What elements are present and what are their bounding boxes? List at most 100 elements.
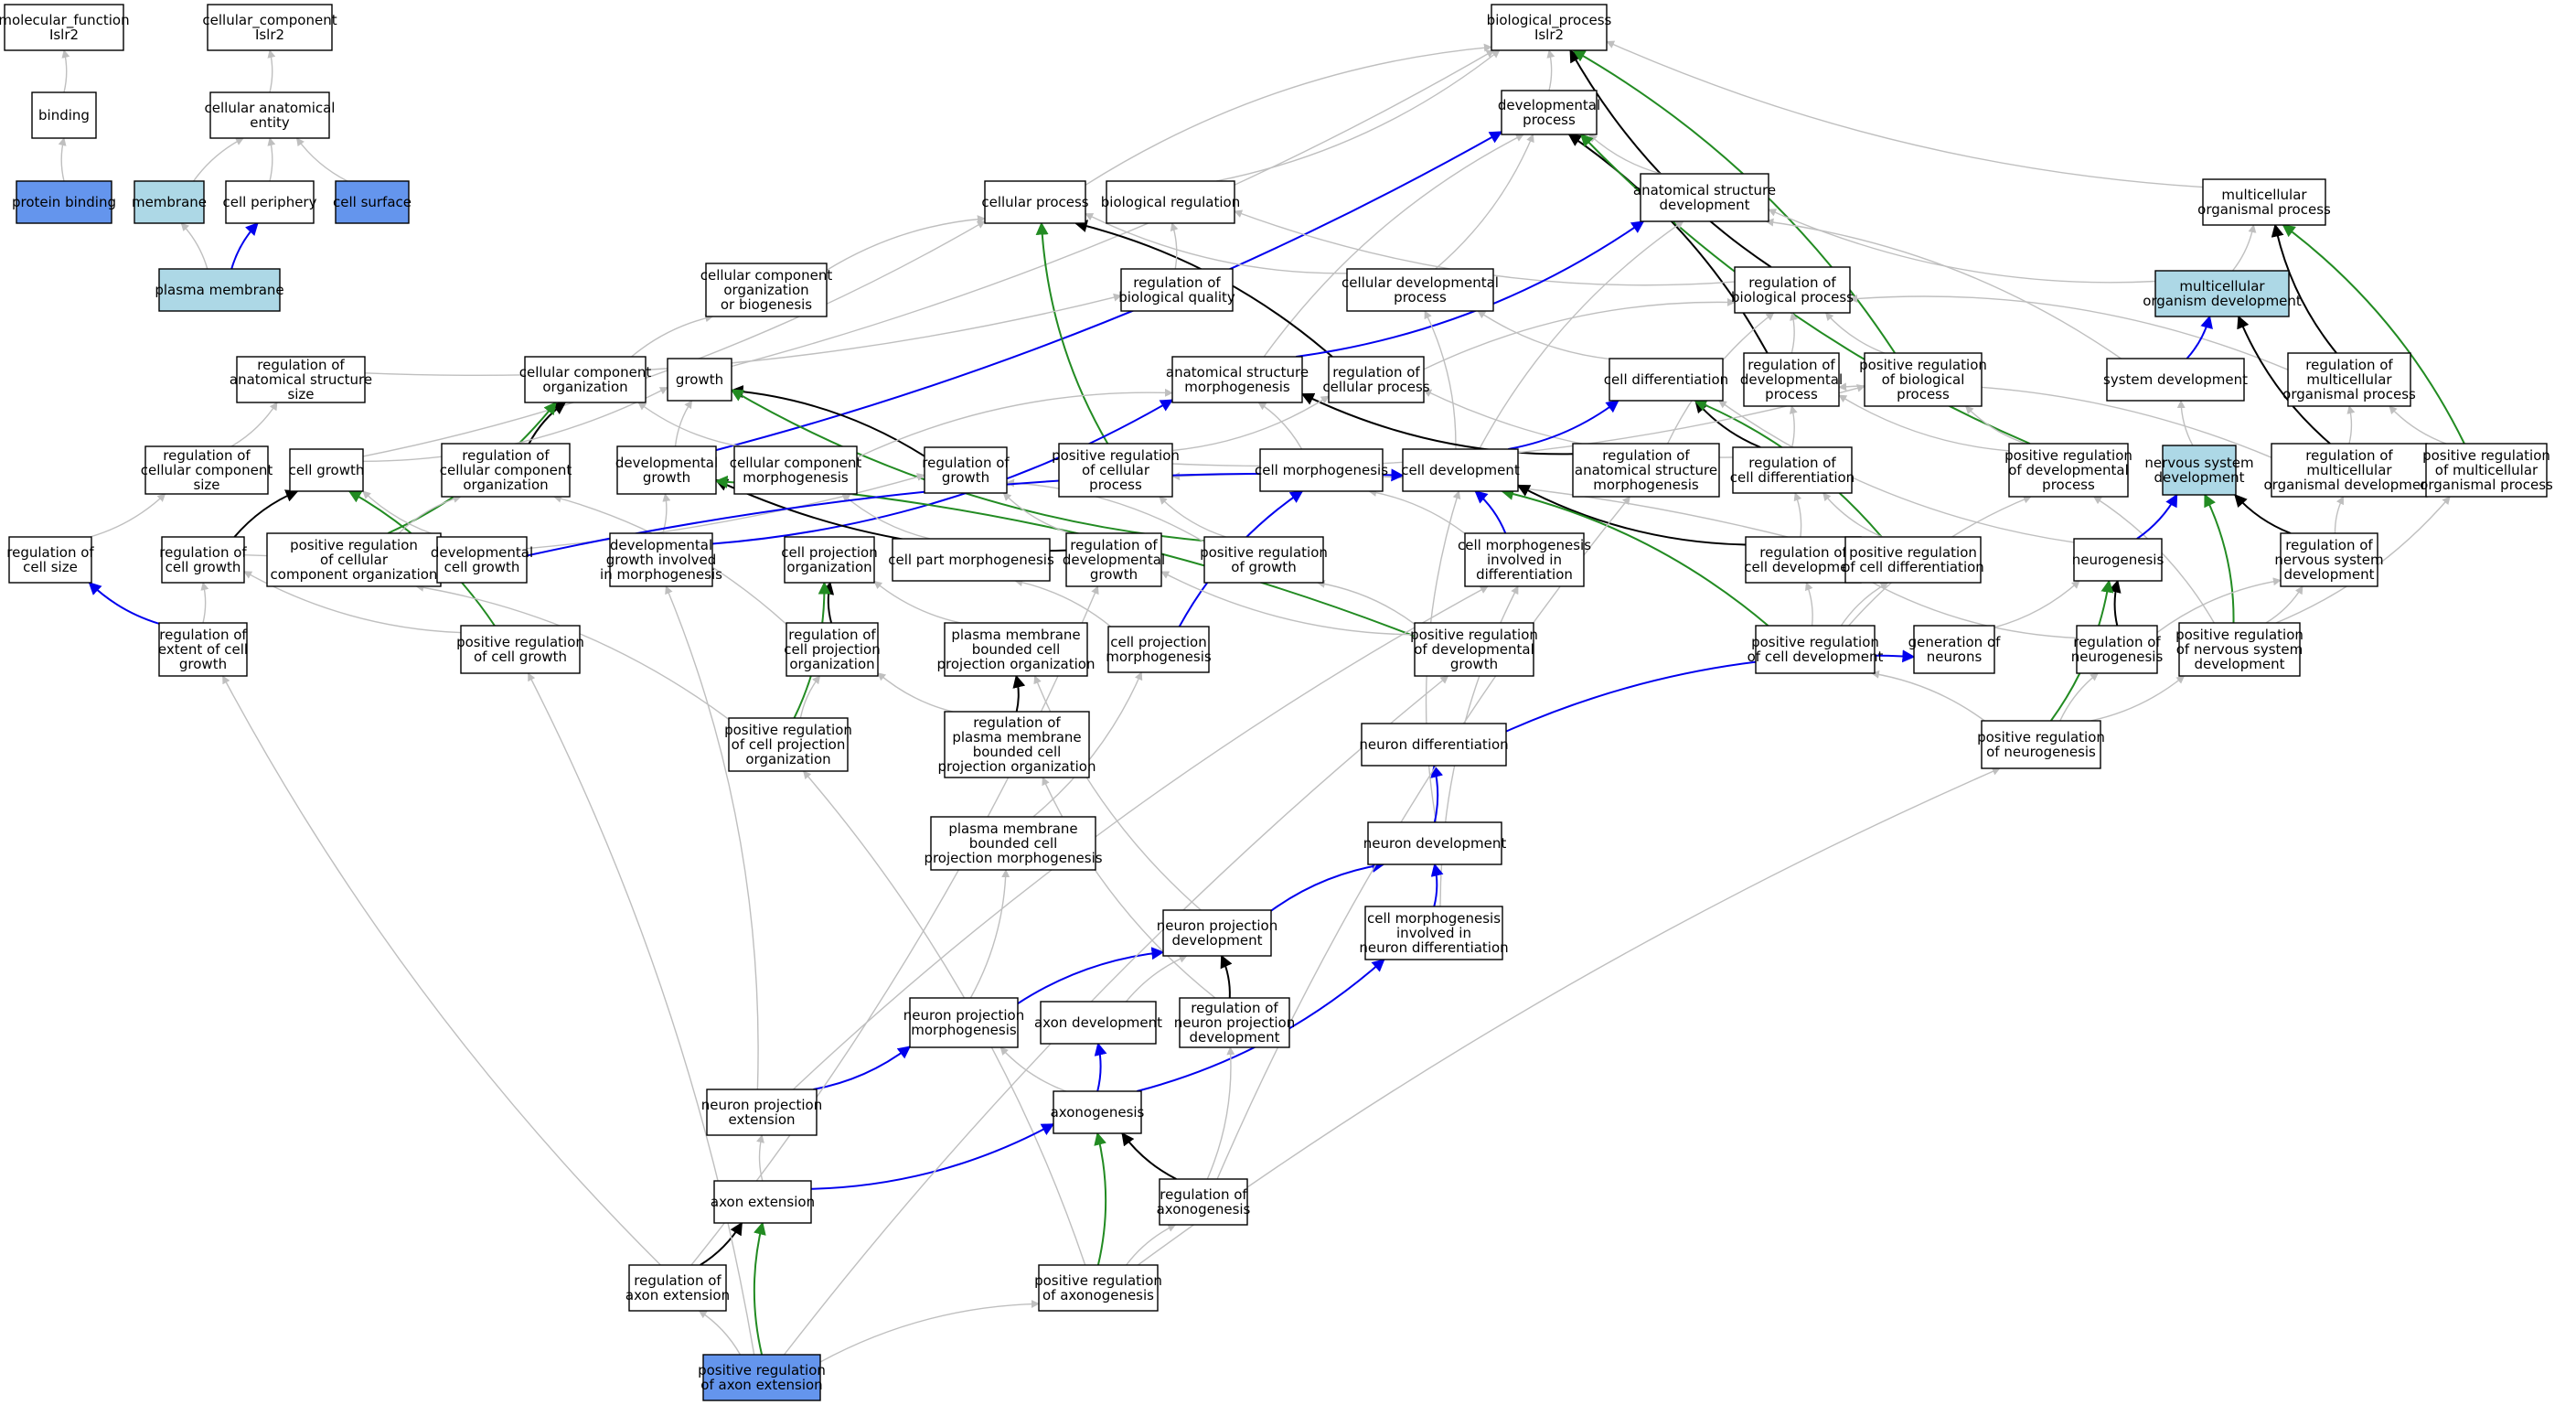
node-label-line: regulation of <box>922 455 1010 471</box>
node-axonext: axon extension <box>711 1180 815 1224</box>
node-box <box>1844 536 1982 584</box>
node-label-line: growth <box>676 371 723 388</box>
edge-cae-to-cc <box>267 49 276 93</box>
node-label-line: axonogenesis <box>1051 1104 1145 1121</box>
edge-protbind-to-binding <box>58 137 67 182</box>
edge-posregaxonog-to-posregneurog <box>1137 767 2001 1266</box>
node-label-line: morphogenesis <box>911 1022 1017 1038</box>
node-label-line: morphogenesis <box>1593 477 1699 493</box>
node-cellsurf: cell surface <box>333 180 412 224</box>
node-label-line: axon development <box>1034 1014 1162 1031</box>
node-label-line: neuron projection <box>1157 917 1277 934</box>
node-growth: growth <box>667 358 732 402</box>
node-label-line: regulation of <box>2073 634 2161 650</box>
node-label-line: positive regulation <box>2175 627 2303 643</box>
node-box <box>1159 1178 1248 1226</box>
node-box <box>2178 622 2301 677</box>
node-label-line: cell development <box>1401 462 1520 478</box>
node-box <box>1203 536 1324 584</box>
node-box <box>706 1089 818 1136</box>
edge-cellproc-to-bp <box>1085 43 1492 186</box>
node-label-line: plasma membrane <box>155 282 283 298</box>
node-label-line: of developmental <box>2008 462 2129 478</box>
edge-posregaxonog-to-regaxonog <box>1126 1224 1177 1266</box>
node-box <box>16 180 112 224</box>
node-box <box>924 446 1008 494</box>
node-label-line: developmental <box>1063 552 1165 568</box>
node-label-line: organization <box>789 656 874 672</box>
node-box <box>460 625 581 674</box>
node-label-line: plasma membrane <box>948 820 1077 837</box>
edge-asm-to-devp <box>1263 134 1524 358</box>
node-box <box>2076 625 2158 674</box>
edge-posregaxonext-to-posregcg <box>527 672 755 1356</box>
node-label-line: biological_process <box>1487 12 1612 29</box>
node-label-line: of cell growth <box>474 649 567 665</box>
node-label-line: cell growth <box>444 559 520 575</box>
node-label-line: generation of <box>1908 634 2002 650</box>
node-label-line: regulation of <box>1759 544 1847 561</box>
node-label-line: development <box>2195 656 2285 672</box>
edge-mod-to-mop <box>2231 224 2257 272</box>
edge-regaxonog-to-axonogenesis <box>1121 1132 1177 1180</box>
node-box <box>436 536 528 584</box>
edge-regcp-to-regbp <box>1423 297 1736 370</box>
node-label-line: of cell differentiation <box>1842 559 1984 575</box>
node-label-line: axon extension <box>625 1287 730 1303</box>
edge-cellgrowth-to-growth <box>362 386 668 462</box>
node-label-line: regulation of <box>973 714 1061 731</box>
node-label-line: positive regulation <box>1977 729 2105 745</box>
node-label-line: cellular_component <box>202 12 337 29</box>
node-box <box>1364 906 1503 960</box>
node-box <box>2425 443 2548 498</box>
edges-layer <box>58 40 2465 1363</box>
node-box <box>1913 625 1995 674</box>
edge-regass-to-regbq <box>364 293 1122 377</box>
node-label-line: developmental <box>610 537 712 553</box>
edge-posregaxonext-to-axonext <box>753 1221 766 1356</box>
node-label-line: regulation of <box>1748 455 1836 471</box>
edge-posregnsd-to-nsd <box>2204 493 2235 624</box>
node-box <box>1107 626 1210 673</box>
node-label-line: growth <box>643 469 690 486</box>
edge-regneurog-to-regcelldev <box>1860 575 2078 639</box>
node-box <box>144 445 269 495</box>
node-label-line: cell surface <box>333 194 412 210</box>
node-label-line: positive regulation <box>1849 544 1977 561</box>
node-label-line: of neurogenesis <box>1986 744 2096 760</box>
edge-regcelldev-to-regcd <box>1793 492 1802 538</box>
node-box <box>1120 268 1234 312</box>
node-label-line: positive regulation <box>1200 544 1328 561</box>
node-box <box>1328 356 1425 403</box>
node-box <box>1734 266 1851 314</box>
edge-pmbcpm-to-cpmorph <box>1032 671 1143 818</box>
edge-regbq-to-bioreg <box>1170 222 1179 270</box>
edge-posregaxonext-to-regaxonext <box>698 1310 742 1356</box>
node-label-line: bounded cell <box>973 744 1062 760</box>
node-axondev: axon development <box>1034 1001 1162 1045</box>
node-label-line: involved in <box>1396 925 1471 941</box>
edge-posregcpo-to-regcpo <box>799 675 821 719</box>
edge-posregcpo-to-posregcco <box>415 583 730 720</box>
node-box <box>1864 352 1983 407</box>
node-label-line: regulation of <box>788 627 876 643</box>
node-label-line: developmental <box>615 455 718 471</box>
node-label-line: of biological <box>1882 371 1965 388</box>
node-label-line: of multicellular <box>2435 462 2539 478</box>
